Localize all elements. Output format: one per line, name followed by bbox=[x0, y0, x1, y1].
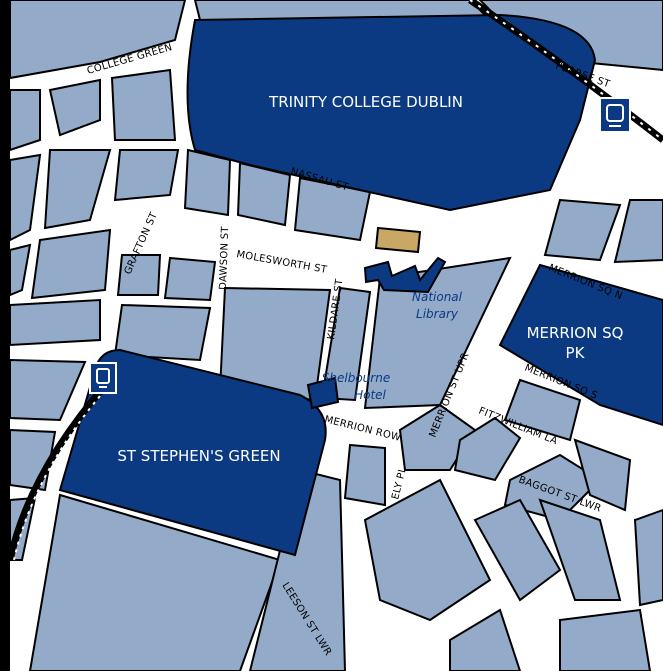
park-labels: TRINITY COLLEGE DUBLIN MERRION SQ PK ST … bbox=[117, 93, 623, 465]
label-shelbourne-line1: Shelbourne bbox=[322, 371, 390, 385]
label-library-line2: Library bbox=[416, 307, 459, 321]
rail-lines bbox=[6, 0, 663, 561]
label-merrion-line1: MERRION SQ bbox=[527, 324, 624, 342]
tram-stop-icon[interactable] bbox=[89, 362, 117, 394]
train-station-icon[interactable] bbox=[599, 97, 631, 133]
merrion-square-park bbox=[498, 263, 663, 427]
city-blocks bbox=[9, 0, 663, 671]
label-merrion-line2: PK bbox=[566, 344, 586, 362]
label-trinity: TRINITY COLLEGE DUBLIN bbox=[268, 93, 463, 111]
shelbourne-hotel-building bbox=[306, 376, 340, 410]
parks bbox=[58, 13, 663, 557]
highlighted-building bbox=[374, 226, 422, 254]
map-left-border bbox=[0, 0, 10, 671]
trinity-college-park bbox=[186, 13, 597, 212]
label-shelbourne-line2: Hotel bbox=[354, 388, 386, 402]
national-library-building bbox=[363, 256, 447, 294]
street-dawson-st: DAWSON ST bbox=[218, 225, 231, 290]
label-stephens-green: ST STEPHEN'S GREEN bbox=[117, 447, 280, 465]
poi-labels: National Library Shelbourne Hotel bbox=[322, 290, 463, 402]
label-library-line1: National bbox=[412, 290, 463, 304]
